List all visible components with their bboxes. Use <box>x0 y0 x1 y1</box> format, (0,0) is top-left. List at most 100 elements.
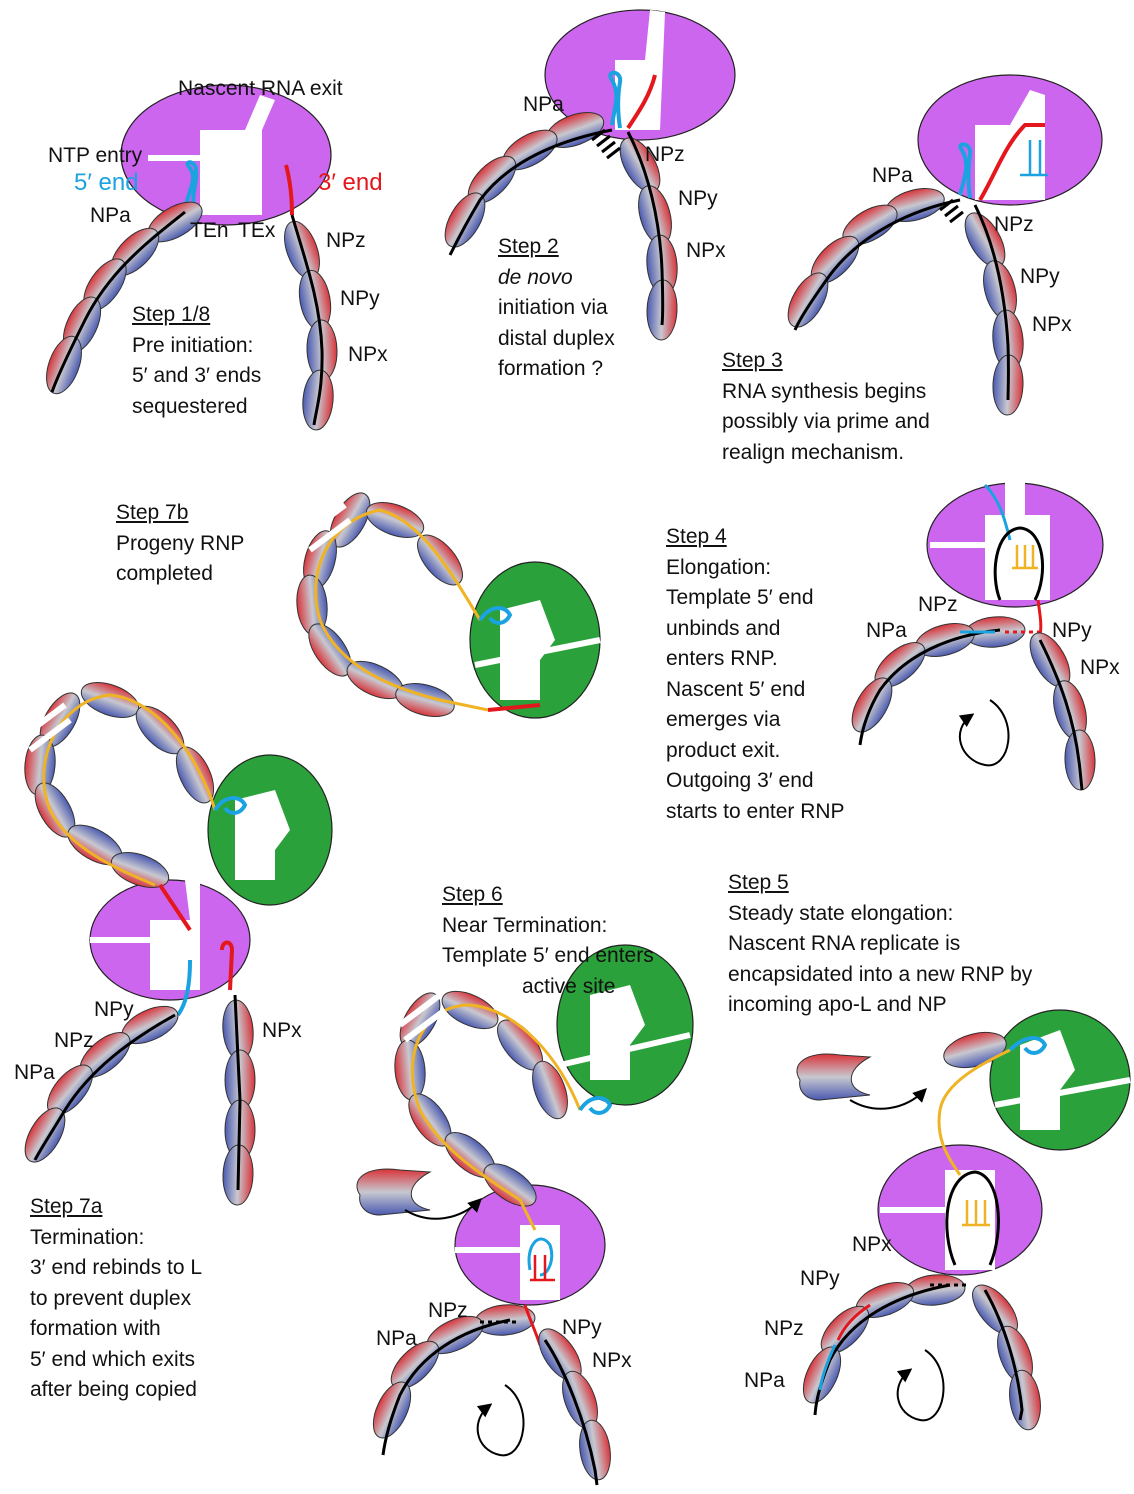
npx-label: NPx <box>686 238 726 263</box>
five-end-label: 5′ end <box>74 170 139 195</box>
step5-title: Step 5 <box>728 868 1032 899</box>
step5-line: encapsidated into a new RNP by <box>728 960 1032 991</box>
npx-label: NPx <box>1032 312 1072 337</box>
incoming-np <box>797 1054 870 1100</box>
npy-label: NPy <box>340 286 380 311</box>
step6-line: Template 5′ end enters <box>442 941 654 972</box>
step4-line: unbinds and <box>666 614 845 645</box>
step5-caption: Step 5 Steady state elongation: Nascent … <box>728 868 1032 1021</box>
npa-label: NPa <box>90 203 131 228</box>
step1-caption: Step 1/8 Pre initiation: 5′ and 3′ ends … <box>132 300 261 422</box>
step7a-line: to prevent duplex <box>30 1284 202 1315</box>
nascent-duplex <box>962 1200 990 1225</box>
step2-line: initiation via <box>498 293 615 324</box>
step5-line: Steady state elongation: <box>728 899 1032 930</box>
step3-line: realign mechanism. <box>722 438 930 469</box>
npx-label: NPx <box>348 342 388 367</box>
step1-line: 5′ and 3′ ends <box>132 361 261 392</box>
npy-label: NPy <box>562 1315 602 1340</box>
step5-panel <box>796 1010 1130 1432</box>
npz-label: NPz <box>326 228 366 253</box>
step7b-panel <box>294 487 600 723</box>
step3-line: possibly via prime and <box>722 407 930 438</box>
step4-line: emerges via <box>666 705 845 736</box>
npx-label: NPx <box>592 1348 632 1373</box>
nascent-exit-label: Nascent RNA exit <box>178 76 343 101</box>
npz-label: NPz <box>54 1028 94 1053</box>
step2-line: distal duplex <box>498 324 615 355</box>
three-end-label: 3′ end <box>318 170 383 195</box>
step7a-line: Termination: <box>30 1223 202 1254</box>
step1-line: Pre initiation: <box>132 331 261 362</box>
step7b-line: Progeny RNP <box>116 529 244 560</box>
npa-label: NPa <box>872 163 913 188</box>
step1-title: Step 1/8 <box>132 300 261 331</box>
rotation-arrow <box>898 1350 944 1420</box>
five-prime-hairpin <box>580 1098 610 1113</box>
nascent-duplex <box>1012 545 1038 568</box>
npy-label: NPy <box>94 997 134 1022</box>
tex-label: TEx <box>238 218 275 243</box>
step7a-line: 5′ end which exits <box>30 1345 202 1376</box>
rotation-arrow <box>478 1385 524 1455</box>
step4-line: product exit. <box>666 736 845 767</box>
step7a-caption: Step 7a Termination: 3′ end rebinds to L… <box>30 1192 202 1406</box>
step6-line: Near Termination: <box>442 911 654 942</box>
step7a-line: after being copied <box>30 1375 202 1406</box>
npa-label: NPa <box>866 618 907 643</box>
npx-label: NPx <box>262 1018 302 1043</box>
npz-label: NPz <box>918 592 958 617</box>
step2-caption: Step 2 de novo initiation via distal dup… <box>498 232 615 385</box>
step6-panel <box>357 945 693 1485</box>
npa-label: NPa <box>523 92 564 117</box>
step7b-caption: Step 7b Progeny RNP completed <box>116 498 244 590</box>
step4-line: Template 5′ end <box>666 583 845 614</box>
npa-label: NPa <box>376 1326 417 1351</box>
npy-label: NPy <box>678 186 718 211</box>
step4-title: Step 4 <box>666 522 845 553</box>
step1-line: sequestered <box>132 392 261 423</box>
rotation-arrow <box>960 700 1009 765</box>
step4-caption: Step 4 Elongation: Template 5′ end unbin… <box>666 522 845 827</box>
step4-line: Nascent 5′ end <box>666 675 845 706</box>
npy-label: NPy <box>1020 264 1060 289</box>
np-chain-right <box>957 207 1026 416</box>
progeny-np-loop <box>22 676 221 895</box>
npx-label: NPx <box>1080 655 1120 680</box>
npy-label: NPy <box>800 1266 840 1291</box>
npy-label: NPy <box>1052 618 1092 643</box>
step6-line: active site <box>442 972 654 1003</box>
step7a-line: 3′ end rebinds to L <box>30 1253 202 1284</box>
incoming-np <box>357 1169 430 1215</box>
step4-line: Elongation: <box>666 553 845 584</box>
npz-label: NPz <box>764 1316 804 1341</box>
npz-label: NPz <box>994 212 1034 237</box>
three-prime-entering <box>1038 600 1041 635</box>
step3-line: RNA synthesis begins <box>722 377 930 408</box>
npz-label: NPz <box>428 1298 468 1323</box>
progeny-np-loop <box>392 984 574 1215</box>
step5-line: incoming apo-L and NP <box>728 990 1032 1021</box>
step6-title: Step 6 <box>442 880 654 911</box>
step4-line: Outgoing 3′ end <box>666 766 845 797</box>
step7b-title: Step 7b <box>116 498 244 529</box>
step7b-line: completed <box>116 559 244 590</box>
npa-label: NPa <box>14 1060 55 1085</box>
ntp-entry-label: NTP entry <box>48 143 142 168</box>
step2-italic: de novo <box>498 263 615 294</box>
npa-label: NPa <box>744 1368 785 1393</box>
step4-line: enters RNP. <box>666 644 845 675</box>
np-chain-right <box>531 1322 615 1482</box>
npz-label: NPz <box>645 142 685 167</box>
step3-caption: Step 3 RNA synthesis begins possibly via… <box>722 346 930 468</box>
step3-title: Step 3 <box>722 346 930 377</box>
ten-label: TEn <box>190 218 229 243</box>
polymerase-channel <box>520 1225 560 1300</box>
np-chain-right <box>964 1277 1044 1431</box>
step2-title: Step 2 <box>498 232 615 263</box>
step5-line: Nascent RNA replicate is <box>728 929 1032 960</box>
step7a-title: Step 7a <box>30 1192 202 1223</box>
step4-line: starts to enter RNP <box>666 797 845 828</box>
np-chain-right <box>1022 627 1096 791</box>
step6-caption: Step 6 Near Termination: Template 5′ end… <box>442 880 654 1002</box>
